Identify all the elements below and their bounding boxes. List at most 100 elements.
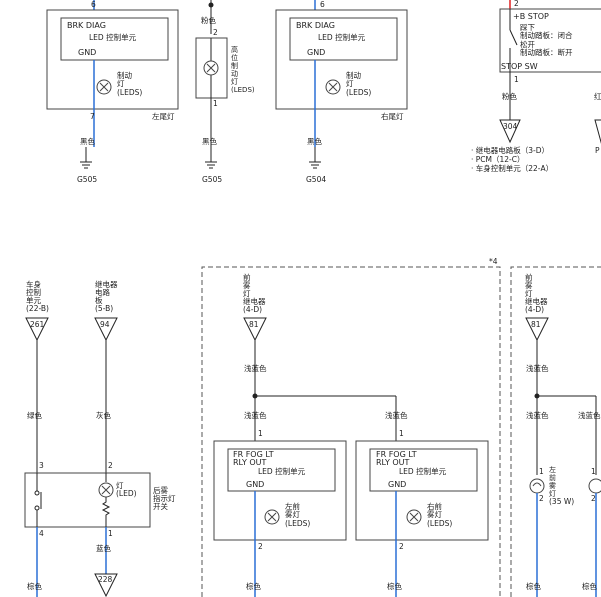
wire-color: 黑色: [202, 136, 217, 146]
wire-color: 绿色: [27, 410, 42, 420]
caption: 左尾灯: [152, 111, 175, 121]
pin-number: 2: [399, 542, 404, 551]
ground-icon: [205, 161, 217, 169]
vertical-label: 高: [231, 45, 238, 54]
pin-number: 1: [213, 99, 218, 108]
lamp-label: (LEDS): [427, 519, 452, 528]
lamp-label: 灯: [346, 78, 354, 88]
wire-color: 棕色: [246, 581, 261, 591]
connector-id: 261: [30, 320, 45, 329]
pin-number: 6: [91, 0, 96, 9]
wire-color: 粉色: [502, 91, 517, 101]
connector-triangle: [525, 317, 549, 342]
relay-label: (4-D): [525, 305, 544, 314]
pin-number: 2: [258, 542, 263, 551]
wire-color: 浅蓝色: [385, 410, 408, 420]
pin-number: 2: [108, 461, 113, 470]
pin-number: 2: [591, 494, 596, 503]
brake-pedal-position-switch: 2 +B STOP 踩下 制动踏板：闭合 松开 制动踏板：断开 STOP SW …: [471, 0, 601, 173]
gnd-label: GND: [78, 48, 96, 57]
lamp-label: 灯: [549, 489, 556, 498]
lamp-label: 雾: [549, 482, 556, 490]
ground-icon: [80, 161, 92, 169]
wire-color: 棕色: [582, 581, 597, 591]
connector-triangle: [25, 317, 49, 342]
connector-id: 228: [98, 575, 113, 584]
lamp-label: 灯: [117, 78, 125, 88]
option-region: [201, 266, 501, 597]
source-label: 电路: [95, 287, 110, 297]
wire-color: 黑色: [307, 136, 322, 146]
lamp-label: 雾灯: [285, 509, 300, 519]
vertical-label: 动: [231, 69, 238, 78]
unit-label: LED 控制单元: [399, 466, 447, 476]
wire-color: 棕色: [526, 581, 541, 591]
vertical-label: (LEDS): [231, 86, 255, 94]
ground-id: G505: [77, 175, 97, 184]
switch-name: STOP SW: [501, 62, 538, 71]
connector-triangle: [94, 573, 118, 597]
wire-color: 浅蓝色: [526, 410, 549, 420]
lamp-label: 左: [549, 465, 556, 474]
switch-name: 指示灯: [153, 493, 176, 503]
wire-color: 灰色: [96, 410, 111, 420]
cut-label: 红: [594, 91, 601, 101]
pin-number: 1: [539, 467, 544, 476]
wire-color: 蓝色: [96, 543, 111, 553]
wire-color: 棕色: [27, 581, 42, 591]
pin-number: 1: [399, 429, 404, 438]
pin-number: 3: [39, 461, 44, 470]
source-label: 单元: [26, 295, 41, 305]
relay-label: 灯: [525, 288, 533, 298]
cut-label: P: [595, 146, 600, 155]
connector-triangle: [94, 317, 118, 342]
pin-number: 6: [320, 0, 325, 9]
switch-contact: [509, 29, 518, 46]
destination: · 继电器电路板（3-D）: [471, 145, 549, 155]
switch-state: 松开: [520, 39, 535, 49]
unit-label: LED 控制单元: [89, 32, 137, 42]
wire-color: 黑色: [80, 136, 95, 146]
led-control-unit: [60, 17, 169, 61]
lamp-label: 制动: [117, 70, 132, 80]
switch-box: [24, 472, 151, 528]
wire-color: 粉色: [201, 15, 216, 25]
module-name: FR FOG LT: [376, 450, 417, 459]
pin-number: 2: [514, 0, 519, 8]
bulb-icon: [529, 478, 545, 494]
relay-label: 前: [525, 272, 533, 282]
lamp-label: (LED): [116, 489, 137, 498]
relay-label: (4-D): [243, 305, 262, 314]
gnd-label: GND: [246, 480, 264, 489]
pin-number: 7: [90, 112, 95, 121]
region-mark: *4: [489, 257, 498, 266]
connector-id: 81: [531, 320, 541, 329]
lamp-label: 前: [549, 473, 556, 482]
pin-number: 2: [539, 494, 544, 503]
high-mount-stop-light: 粉色 2 高 位 制 动 灯 (LEDS) 1 黑色 G505: [195, 0, 255, 184]
led-control-unit: [289, 17, 398, 61]
relay-label: 继电器: [525, 296, 548, 306]
module-name: BRK DIAG: [67, 21, 106, 30]
lamp-label: (LEDS): [285, 519, 310, 528]
source-label: 控制: [26, 287, 41, 297]
relay-label: 雾: [243, 281, 251, 290]
ground-icon: [309, 161, 321, 169]
connector-id: 81: [249, 320, 259, 329]
source-label: 板: [95, 295, 103, 305]
source-label: (5-B): [95, 304, 113, 313]
wire-color: 浅蓝色: [244, 410, 267, 420]
wire-color: 浅蓝色: [578, 410, 601, 420]
option-region: [510, 266, 601, 597]
connector-triangle: [499, 119, 521, 144]
switch-name: 开关: [153, 501, 168, 511]
module-name: RLY OUT: [233, 458, 267, 467]
unit-label: LED 控制单元: [318, 32, 366, 42]
destination: · PCM（12-C）: [471, 155, 525, 164]
gnd-label: GND: [388, 480, 406, 489]
source-label: 继电器: [95, 279, 118, 289]
module-name: RLY OUT: [376, 458, 410, 467]
ground-id: G504: [306, 175, 326, 184]
connector-id: 94: [100, 320, 110, 329]
